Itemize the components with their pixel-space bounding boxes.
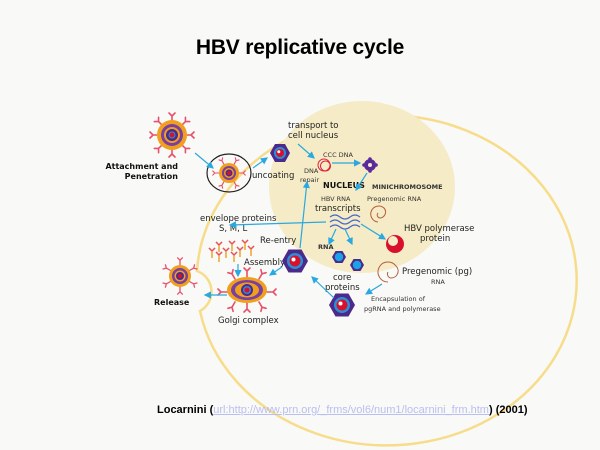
label-encapsulation-2: pgRNA and polymerase (364, 305, 441, 313)
core-protein-icon (332, 251, 346, 263)
citation: Locarnini (url:http://www.prn.org/_frms/… (157, 404, 528, 416)
core-protein-icon (350, 259, 364, 271)
golgi-complex-icon (217, 267, 277, 313)
label-attachment: Attachment and (105, 162, 178, 171)
label-hbv-polymerase-2: protein (420, 234, 450, 244)
label-core-2: proteins (325, 283, 360, 293)
free-virion-icon (149, 112, 195, 158)
endosome (206, 153, 252, 193)
label-envelope-1: envelope proteins (200, 214, 277, 224)
label-transport-2: cell nucleus (288, 131, 339, 141)
label-core-1: core (333, 273, 351, 283)
svg-text:Penetration: Penetration (125, 172, 179, 181)
citation-author: Locarnini (157, 404, 207, 416)
label-pregenomic-pg-2: RNA (431, 278, 445, 286)
label-re-entry: Re-entry (260, 236, 296, 246)
citation-year: ) (2001) (488, 404, 528, 416)
page-title: HBV replicative cycle (195, 36, 405, 59)
label-ccc-dna: CCC DNA (323, 151, 354, 159)
label-envelope-2: S, M, L (219, 224, 248, 234)
label-hbv-rna-2: transcripts (315, 204, 361, 214)
label-release: Release (154, 298, 190, 307)
label-minichromosome: MINICHROMOSOME (372, 183, 443, 191)
pregenomic-pg-rna-icon (377, 261, 399, 283)
released-virion-icon (162, 257, 198, 295)
label-dna-repair-2: repair (300, 176, 319, 184)
arrows (194, 143, 387, 299)
label-nucleus: NUCLEUS (323, 181, 365, 190)
citation-link[interactable]: url:http://www.prn.org/_frms/vol6/num1/l… (213, 404, 489, 416)
label-transport-1: transport to (288, 121, 339, 131)
minichromosome-icon (362, 157, 378, 173)
label-hbv-polymerase-1: HBV polymerase (404, 224, 474, 234)
label-rna: RNA (318, 243, 333, 251)
hbv-polymerase-icon (386, 235, 404, 253)
label-assembly: Assembly (244, 258, 285, 268)
label-uncoating: uncoating (252, 171, 294, 181)
label-pregenomic-rna-small: Pregenomic RNA (367, 195, 422, 203)
pregenomic-rna-coil-icon (370, 205, 387, 223)
endosome-virion-icon (212, 157, 246, 189)
label-golgi: Golgi complex (218, 316, 279, 326)
label-encapsulation-1: Encapsulation of (371, 295, 426, 303)
ccc-dna-icon (317, 158, 331, 172)
label-hbv-rna-1: HBV RNA (321, 195, 351, 203)
label-pregenomic-pg-1: Pregenomic (pg) (402, 267, 472, 277)
citation-open-paren: ( (206, 404, 214, 416)
label-dna-repair-1: DNA (304, 167, 319, 175)
